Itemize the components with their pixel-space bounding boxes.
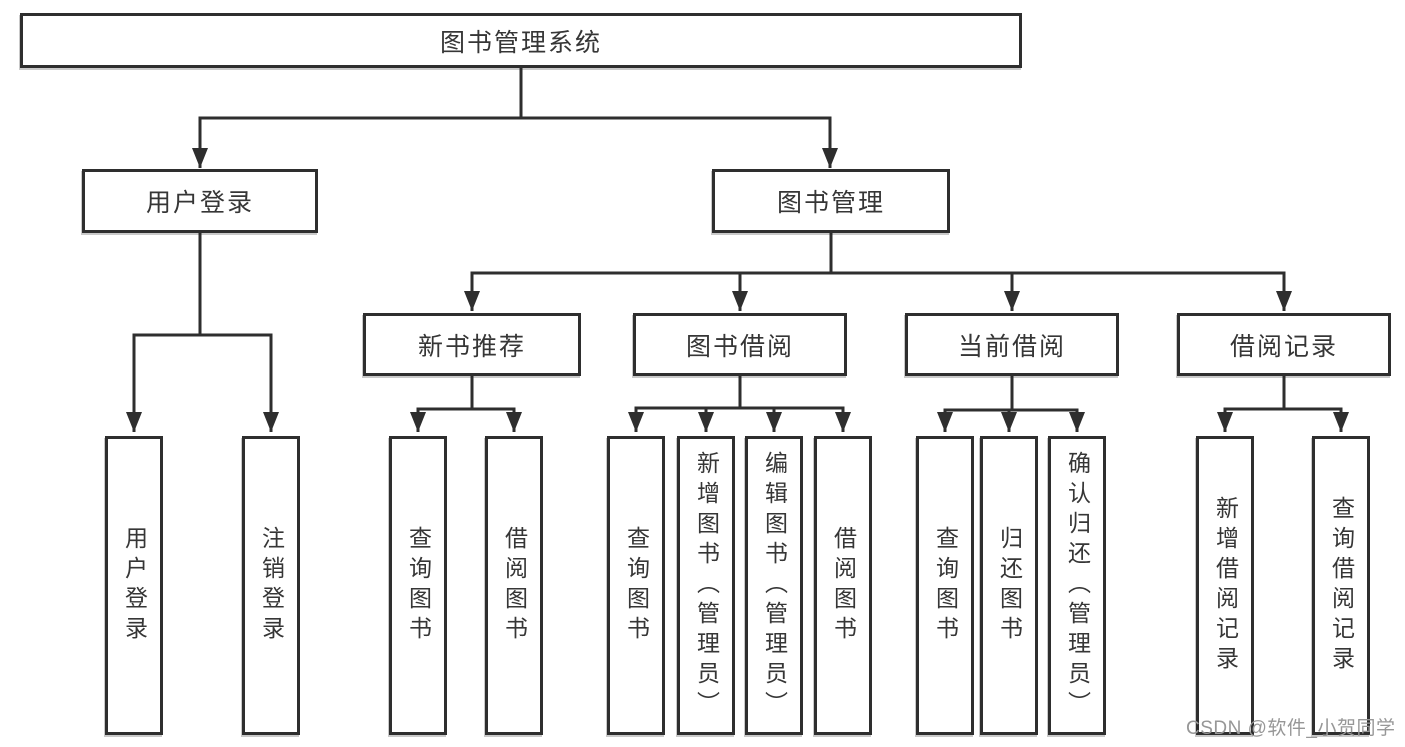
node-system-root: 图书管理系统 bbox=[20, 13, 1022, 68]
leaf-label: 新增图书（管理员） bbox=[693, 450, 720, 721]
leaf-label: 查询图书 bbox=[623, 525, 650, 646]
csdn-watermark: CSDN @软件_小贺同学 bbox=[1186, 718, 1396, 739]
node-label: 当前借阅 bbox=[957, 332, 1066, 361]
leaf-add-borrow-record: 新增借阅记录 bbox=[1196, 436, 1254, 735]
connector-arrows bbox=[126, 118, 1349, 432]
leaf-label: 借阅图书 bbox=[501, 525, 528, 646]
leaf-label: 注销登录 bbox=[258, 525, 285, 646]
leaf-return-book: 归还图书 bbox=[980, 436, 1038, 735]
leaf-add-book-admin: 新增图书（管理员） bbox=[677, 436, 735, 735]
leaf-label: 归还图书 bbox=[996, 525, 1023, 646]
leaf-edit-book-admin: 编辑图书（管理员） bbox=[745, 436, 803, 735]
leaf-label: 确认归还（管理员） bbox=[1064, 450, 1091, 721]
node-label: 图书管理 bbox=[776, 189, 885, 217]
node-borrow-records: 借阅记录 bbox=[1177, 313, 1391, 376]
node-new-book-recommend: 新书推荐 bbox=[363, 313, 581, 376]
connector-trunk-lines bbox=[132, 66, 1343, 412]
node-label: 借阅记录 bbox=[1229, 332, 1338, 361]
leaf-query-books-borrow: 查询图书 bbox=[607, 436, 665, 735]
node-book-management: 图书管理 bbox=[712, 169, 950, 233]
node-label: 用户登录 bbox=[145, 189, 254, 217]
leaf-borrow-books: 借阅图书 bbox=[814, 436, 872, 735]
leaf-label: 编辑图书（管理员） bbox=[761, 450, 788, 721]
leaf-label: 新增借阅记录 bbox=[1212, 495, 1239, 676]
leaf-user-login: 用户登录 bbox=[105, 436, 163, 735]
leaf-label: 查询借阅记录 bbox=[1328, 495, 1355, 676]
node-user-login: 用户登录 bbox=[82, 169, 318, 233]
node-book-borrow: 图书借阅 bbox=[633, 313, 847, 376]
leaf-query-borrow-record: 查询借阅记录 bbox=[1312, 436, 1370, 735]
leaf-label: 借阅图书 bbox=[830, 525, 857, 646]
leaf-logout: 注销登录 bbox=[242, 436, 300, 735]
leaf-label: 查询图书 bbox=[405, 525, 432, 646]
node-current-borrow: 当前借阅 bbox=[905, 313, 1119, 376]
leaf-label: 查询图书 bbox=[932, 525, 959, 646]
node-label: 图书借阅 bbox=[685, 332, 794, 361]
node-label: 图书管理系统 bbox=[439, 28, 602, 57]
leaf-borrow-books-recommend: 借阅图书 bbox=[485, 436, 543, 735]
leaf-query-books-current: 查询图书 bbox=[916, 436, 974, 735]
leaf-confirm-return-admin: 确认归还（管理员） bbox=[1048, 436, 1106, 735]
leaf-label: 用户登录 bbox=[121, 525, 148, 646]
node-label: 新书推荐 bbox=[417, 332, 526, 361]
leaf-query-books-recommend: 查询图书 bbox=[389, 436, 447, 735]
